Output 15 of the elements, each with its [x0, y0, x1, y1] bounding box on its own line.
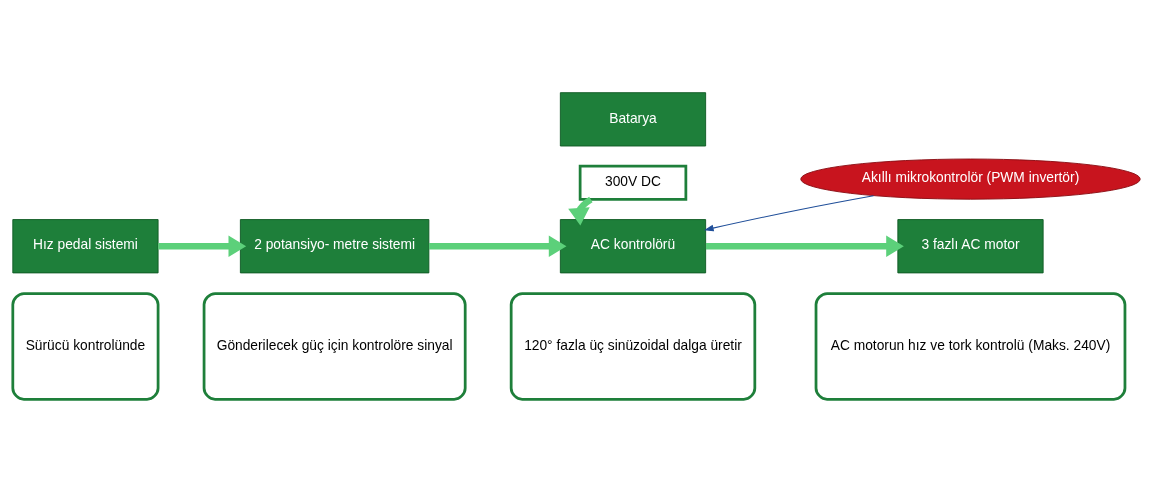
arrow	[704, 195, 875, 232]
node-box: 300V DC	[578, 164, 688, 201]
node-box: 2 potansiyo- metre sistemi	[239, 219, 430, 274]
arrow	[428, 235, 567, 258]
arrow	[158, 235, 247, 258]
node-box: 3 fazlı AC motor	[897, 219, 1044, 274]
arrow	[705, 235, 904, 258]
node-box: AC motorun hız ve tork kontrolü (Maks. 240V)	[814, 292, 1127, 401]
node-box: 120° fazla üç sinüzoidal dalga üretir	[509, 292, 757, 401]
node-ellipse: Akıllı mikrokontrolör (PWM invertör)	[800, 158, 1141, 200]
node-box: AC kontrolörü	[559, 219, 707, 274]
node-box: Gönderilecek güç için kontrolöre sinyal	[202, 292, 467, 401]
node-box: Hız pedal sistemi	[12, 219, 159, 274]
node-box: Batarya	[559, 92, 707, 147]
node-box: Sürücü kontrolünde	[11, 292, 160, 401]
